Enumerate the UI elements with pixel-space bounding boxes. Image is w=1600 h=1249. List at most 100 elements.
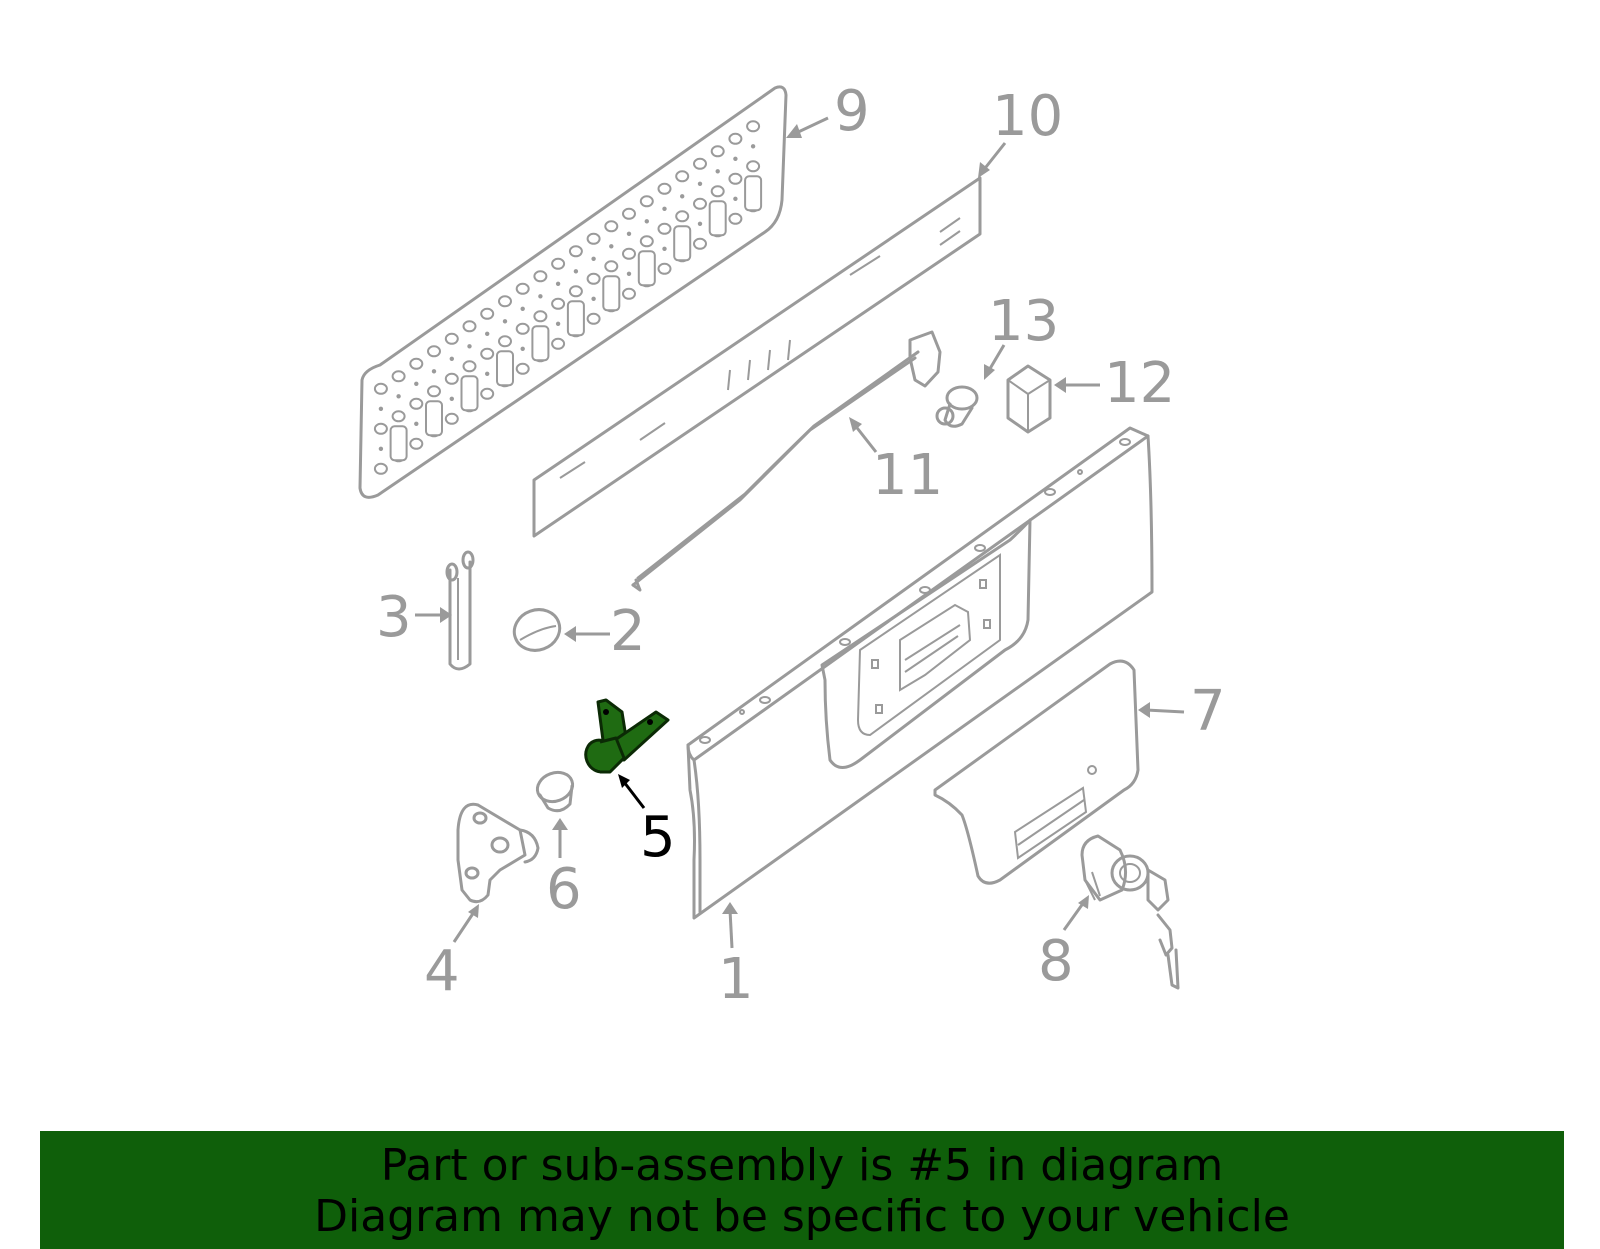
part-12-block: [1006, 364, 1052, 434]
liner-hole: [728, 212, 743, 225]
part-5-highlighted-hinge: [584, 698, 670, 774]
liner-hole: [373, 462, 388, 475]
liner-hole: [480, 387, 495, 400]
liner-hole: [391, 410, 406, 423]
callout-11[interactable]: 11: [872, 443, 943, 508]
liner-hole: [693, 157, 707, 170]
liner-hole: [444, 372, 459, 385]
banner-line-part-number: Part or sub-assembly is #5 in diagram: [380, 1140, 1224, 1191]
liner-hole: [591, 296, 596, 301]
liner-hole: [427, 385, 441, 398]
part-6-bushing: [535, 770, 575, 813]
liner-hole: [373, 422, 388, 435]
liner-hole: [462, 320, 477, 333]
callout-7[interactable]: 7: [1190, 679, 1226, 744]
liner-hole: [480, 307, 495, 320]
callout-9[interactable]: 9: [834, 79, 870, 144]
liner-hole: [715, 169, 720, 174]
callout-4[interactable]: 4: [424, 939, 460, 1004]
callout-13[interactable]: 13: [988, 289, 1059, 354]
liner-hole: [639, 195, 654, 208]
liner-hole: [498, 335, 512, 348]
liner-hole: [409, 357, 424, 370]
liner-hole: [750, 144, 756, 149]
part-10-trim-strip: [532, 176, 982, 538]
liner-hole: [378, 406, 384, 411]
liner-hole: [498, 295, 512, 308]
liner-slot: [708, 200, 727, 237]
part-7-handle-bezel: [933, 659, 1140, 885]
liner-hole: [586, 312, 601, 325]
liner-hole: [449, 356, 454, 361]
liner-hole: [693, 197, 707, 210]
liner-hole: [444, 332, 459, 345]
liner-hole: [391, 370, 406, 383]
liner-hole: [378, 446, 384, 451]
liner-hole: [733, 156, 738, 161]
callout-1[interactable]: 1: [718, 947, 754, 1012]
part-13-bolt: [935, 385, 979, 428]
liner-hole: [710, 145, 725, 158]
liner-hole: [675, 210, 690, 223]
liner-hole: [502, 319, 508, 324]
part-3-pin: [445, 550, 475, 671]
liner-slot: [389, 425, 408, 462]
callout-labels: 1 2 3 4 5 6 7 8 9 10 11 12 13: [376, 79, 1226, 1012]
liner-hole: [622, 287, 636, 300]
liner-hole: [657, 182, 672, 195]
liner-hole: [533, 310, 548, 323]
callout-10[interactable]: 10: [992, 84, 1063, 149]
liner-hole: [520, 306, 525, 311]
liner-hole: [626, 231, 632, 236]
liner-slot: [637, 250, 656, 287]
liner-hole: [573, 269, 579, 274]
liner-hole: [746, 120, 761, 133]
part-1-tailgate: [686, 426, 1154, 920]
liner-hole: [728, 132, 743, 145]
liner-hole: [680, 194, 685, 199]
liner-hole: [431, 369, 437, 374]
liner-hole: [604, 220, 619, 233]
liner-hole: [662, 206, 667, 211]
callout-6[interactable]: 6: [546, 857, 582, 922]
callout-12[interactable]: 12: [1104, 351, 1175, 416]
liner-hole: [414, 421, 419, 426]
liner-hole: [485, 331, 490, 336]
liner-slot: [425, 400, 443, 437]
liner-hole: [462, 360, 477, 373]
liner-hole: [396, 394, 401, 399]
liner-hole: [427, 345, 441, 358]
callout-5[interactable]: 5: [640, 805, 676, 870]
liner-hole: [675, 170, 690, 183]
liner-slot: [602, 275, 621, 312]
part-11-latch-rod: [631, 330, 942, 592]
liner-slot: [673, 225, 692, 262]
liner-hole: [586, 272, 601, 285]
callout-8[interactable]: 8: [1038, 929, 1074, 994]
callout-arrows: [415, 116, 1185, 949]
liner-hole: [515, 362, 530, 375]
liner-hole: [515, 282, 530, 295]
part-8-lock-cylinder: [1080, 834, 1180, 990]
liner-hole: [622, 247, 636, 260]
part-4-hinge-bracket: [456, 802, 540, 904]
liner-hole: [609, 244, 614, 249]
liner-hole: [697, 221, 703, 226]
callout-3[interactable]: 3: [376, 585, 412, 650]
liner-slot: [460, 375, 479, 412]
liner-hole: [551, 257, 566, 270]
liner-hole: [555, 281, 561, 286]
liner-hole: [409, 397, 424, 410]
liner-hole: [515, 322, 530, 335]
liner-hole: [697, 181, 703, 186]
info-banner: Part or sub-assembly is #5 in diagram Di…: [40, 1131, 1564, 1249]
liner-hole: [444, 412, 459, 425]
liner-hole: [657, 262, 672, 275]
liner-slot: [744, 175, 763, 212]
callout-2[interactable]: 2: [610, 599, 646, 664]
liner-hole: [520, 346, 525, 351]
liner-hole: [662, 246, 667, 251]
liner-slot: [496, 350, 514, 387]
liner-hole: [710, 185, 725, 198]
